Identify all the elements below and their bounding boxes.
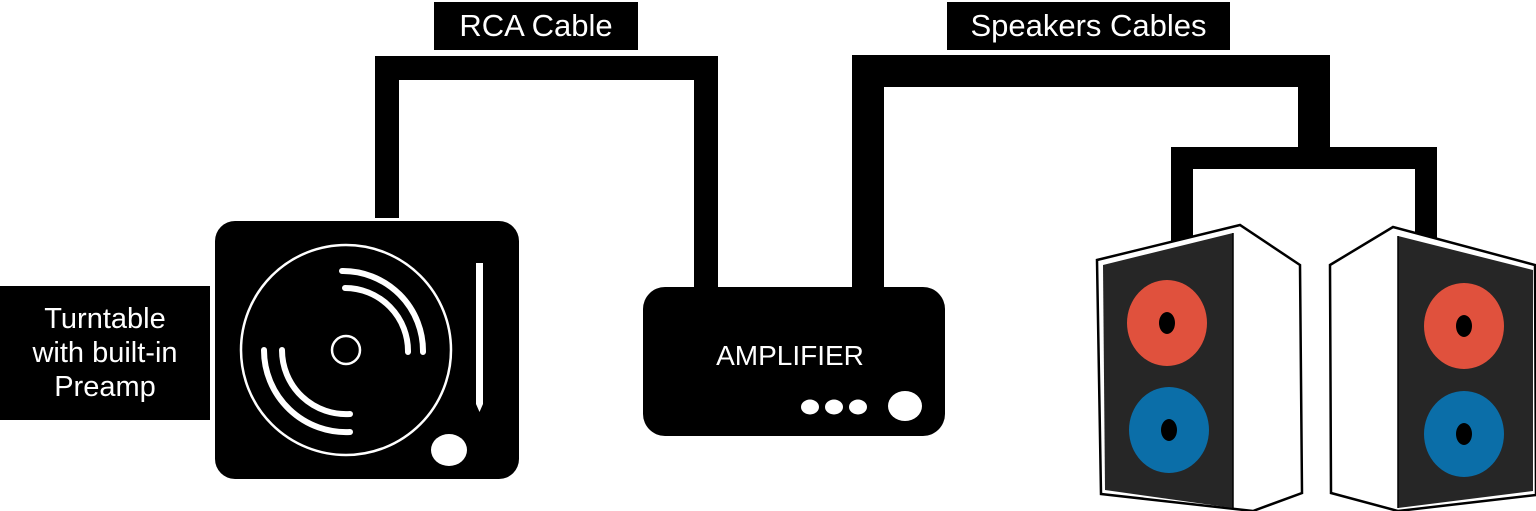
turntable-platter	[239, 243, 453, 457]
turntable-label-line2: with built-in	[32, 337, 178, 369]
rca-cable	[375, 56, 718, 288]
turntable-knob	[431, 434, 467, 466]
tonearm	[476, 263, 483, 412]
speaker-cable-main	[852, 55, 1330, 288]
amplifier-label: AMPLIFIER	[716, 340, 864, 371]
rca-cable-label: RCA Cable	[434, 2, 638, 50]
amplifier	[643, 287, 945, 436]
speaker-right	[1328, 225, 1536, 511]
turntable-spindle	[330, 334, 362, 366]
speakers-cables-label: Speakers Cables	[947, 2, 1230, 50]
turntable	[215, 221, 519, 479]
speaker-cable-branch	[1171, 147, 1437, 246]
turntable-label-line3: Preamp	[54, 371, 156, 403]
turntable-label: Turntable with built-in Preamp	[0, 286, 210, 420]
amplifier-knob	[888, 391, 922, 421]
turntable-label-line1: Turntable	[44, 303, 166, 335]
speaker-left	[1095, 223, 1304, 511]
